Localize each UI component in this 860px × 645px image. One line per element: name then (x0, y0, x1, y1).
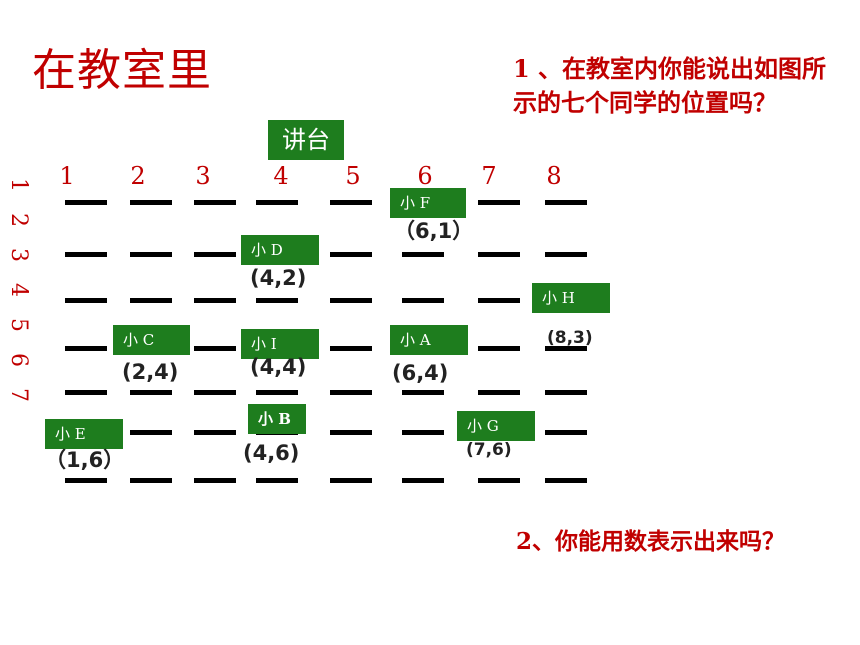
desk-r4-c8 (545, 346, 587, 351)
desk-r3-c1 (65, 298, 107, 303)
desk-r6-c5 (330, 430, 372, 435)
desk-r4-c7 (478, 346, 520, 351)
desk-r7-c8 (545, 478, 587, 483)
desk-r5-c8 (545, 390, 587, 395)
desk-r5-c3 (194, 390, 236, 395)
desk-r4-c3 (194, 346, 236, 351)
desk-r6-c6 (402, 430, 444, 435)
student-label-c: 小 C (113, 325, 190, 355)
student-label-d: 小 D (241, 235, 319, 265)
student-label-i: 小 I (241, 329, 319, 359)
desk-r2-c2 (130, 252, 172, 257)
student-coord-b: (4,6) (243, 441, 300, 465)
student-coord-e: （1,6） (45, 448, 125, 472)
column-number: 7 (481, 162, 497, 190)
student-label-b: 小 B (248, 404, 306, 434)
desk-r6-c3 (194, 430, 236, 435)
student-coord-f: （6,1） (394, 219, 474, 243)
desk-r5-c1 (65, 390, 107, 395)
desk-r3-c2 (130, 298, 172, 303)
student-label-e: 小 E (45, 419, 123, 449)
desk-r7-c7 (478, 478, 520, 483)
desk-r5-c5 (330, 390, 372, 395)
desk-r3-c7 (478, 298, 520, 303)
desk-r2-c1 (65, 252, 107, 257)
desk-r6-c2 (130, 430, 172, 435)
desk-r5-c4 (256, 390, 298, 395)
desk-r7-c6 (402, 478, 444, 483)
column-number: 2 (130, 162, 146, 190)
student-coord-a: (6,4) (392, 361, 449, 385)
desk-r3-c5 (330, 298, 372, 303)
column-number: 8 (546, 162, 562, 190)
desk-r2-c3 (194, 252, 236, 257)
desk-r2-c7 (478, 252, 520, 257)
row-numbers: 1 2 3 4 5 6 7 (6, 178, 31, 409)
desk-r4-c5 (330, 346, 372, 351)
desk-r2-c6 (402, 252, 444, 257)
question-2: 2、你能用数表示出来吗？ (516, 528, 786, 555)
desk-r6-c8 (545, 430, 587, 435)
desk-r1-c2 (130, 200, 172, 205)
student-coord-h: (8,3) (547, 328, 593, 348)
student-label-f: 小 F (390, 188, 466, 218)
desk-r5-c2 (130, 390, 172, 395)
desk-r2-c5 (330, 252, 372, 257)
student-label-g: 小 G (457, 411, 535, 441)
desk-r4-c1 (65, 346, 107, 351)
desk-r2-c8 (545, 252, 587, 257)
desk-r1-c4 (256, 200, 298, 205)
desk-r5-c6 (402, 390, 444, 395)
desk-r7-c3 (194, 478, 236, 483)
column-number: 3 (195, 162, 211, 190)
desk-r3-c4 (256, 298, 298, 303)
question-1: 1 、在教室内你能说出如图所示的七个同学的位置吗？ (513, 54, 827, 117)
column-number: 6 (417, 162, 433, 190)
student-coord-i: (4,4) (250, 355, 307, 379)
student-coord-d: (4,2) (250, 266, 307, 290)
student-label-h: 小 H (532, 283, 610, 313)
desk-r7-c4 (256, 478, 298, 483)
podium-label: 讲台 (268, 120, 344, 160)
desk-r7-c1 (65, 478, 107, 483)
column-number: 1 (59, 162, 75, 190)
column-number: 4 (273, 162, 289, 190)
desk-r5-c7 (478, 390, 520, 395)
desk-r3-c6 (402, 298, 444, 303)
student-coord-g: (7,6) (466, 440, 512, 460)
student-label-a: 小 A (390, 325, 468, 355)
desk-r7-c2 (130, 478, 172, 483)
desk-r7-c5 (330, 478, 372, 483)
desk-r1-c7 (478, 200, 520, 205)
student-coord-c: (2,4) (122, 360, 179, 384)
desk-r3-c3 (194, 298, 236, 303)
desk-r1-c8 (545, 200, 587, 205)
desk-r1-c3 (194, 200, 236, 205)
column-number: 5 (345, 162, 361, 190)
page-title: 在教室里 (32, 45, 212, 96)
desk-r1-c1 (65, 200, 107, 205)
desk-r1-c5 (330, 200, 372, 205)
